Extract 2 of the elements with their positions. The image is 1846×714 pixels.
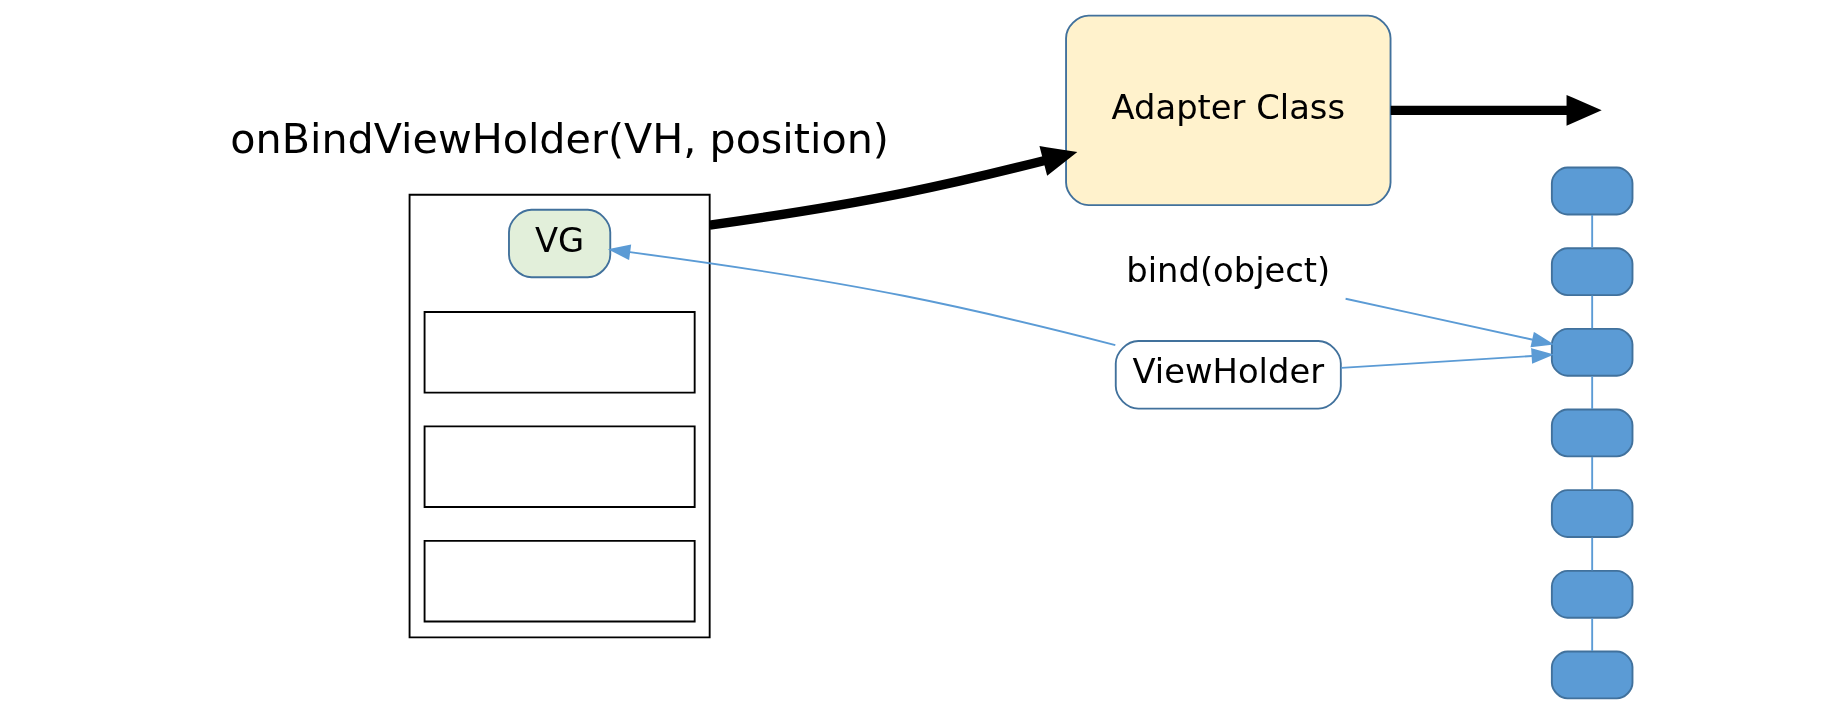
node-text: bind(object): [1125, 250, 1330, 290]
label: onBindViewHolder(VH, position): [229, 114, 889, 163]
